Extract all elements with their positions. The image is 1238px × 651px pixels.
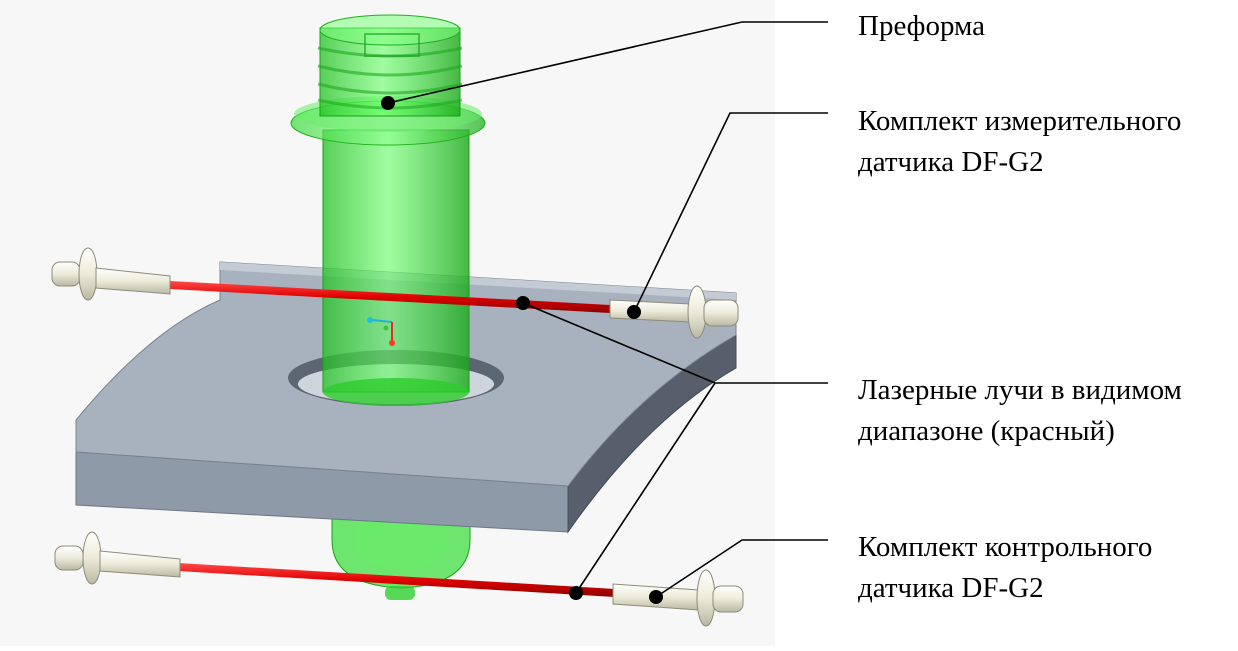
label-measuring-sensor-kit: Комплект измерительного датчика DF-G2 bbox=[858, 101, 1181, 183]
label-control-sensor-kit: Комплект контрольного датчика DF-G2 bbox=[858, 527, 1152, 609]
label-preform-line1: Преформа bbox=[858, 10, 986, 42]
lower-laser-beam bbox=[178, 563, 615, 597]
upper-right-sensor bbox=[609, 285, 739, 339]
label-laser-beams-line1: Лазерные лучи в видимом bbox=[858, 374, 1182, 406]
upper-left-sensor bbox=[51, 247, 171, 301]
label-laser-beams-line2: диапазоне (красный) bbox=[858, 415, 1115, 448]
leader-lines bbox=[387, 21, 828, 598]
leader-preform bbox=[387, 21, 828, 104]
upper-laser-beam bbox=[170, 281, 610, 313]
leader-measuring-sensor bbox=[633, 112, 828, 313]
label-measuring-sensor-line2: датчика DF-G2 bbox=[858, 146, 1044, 179]
label-laser-beams: Лазерные лучи в видимом диапазоне (красн… bbox=[858, 370, 1182, 452]
label-preform: Преформа bbox=[858, 6, 985, 47]
lower-left-sensor bbox=[54, 531, 181, 585]
axis-triad-icon bbox=[367, 317, 395, 346]
label-control-sensor-line2: датчика DF-G2 bbox=[858, 572, 1044, 605]
label-measuring-sensor-line1: Комплект измерительного bbox=[858, 105, 1182, 137]
leader-control-sensor bbox=[655, 539, 828, 598]
label-control-sensor-line1: Комплект контрольного bbox=[858, 531, 1153, 563]
leader-dots bbox=[381, 96, 663, 604]
leader-laser-lower bbox=[575, 382, 716, 594]
preform bbox=[290, 14, 486, 406]
